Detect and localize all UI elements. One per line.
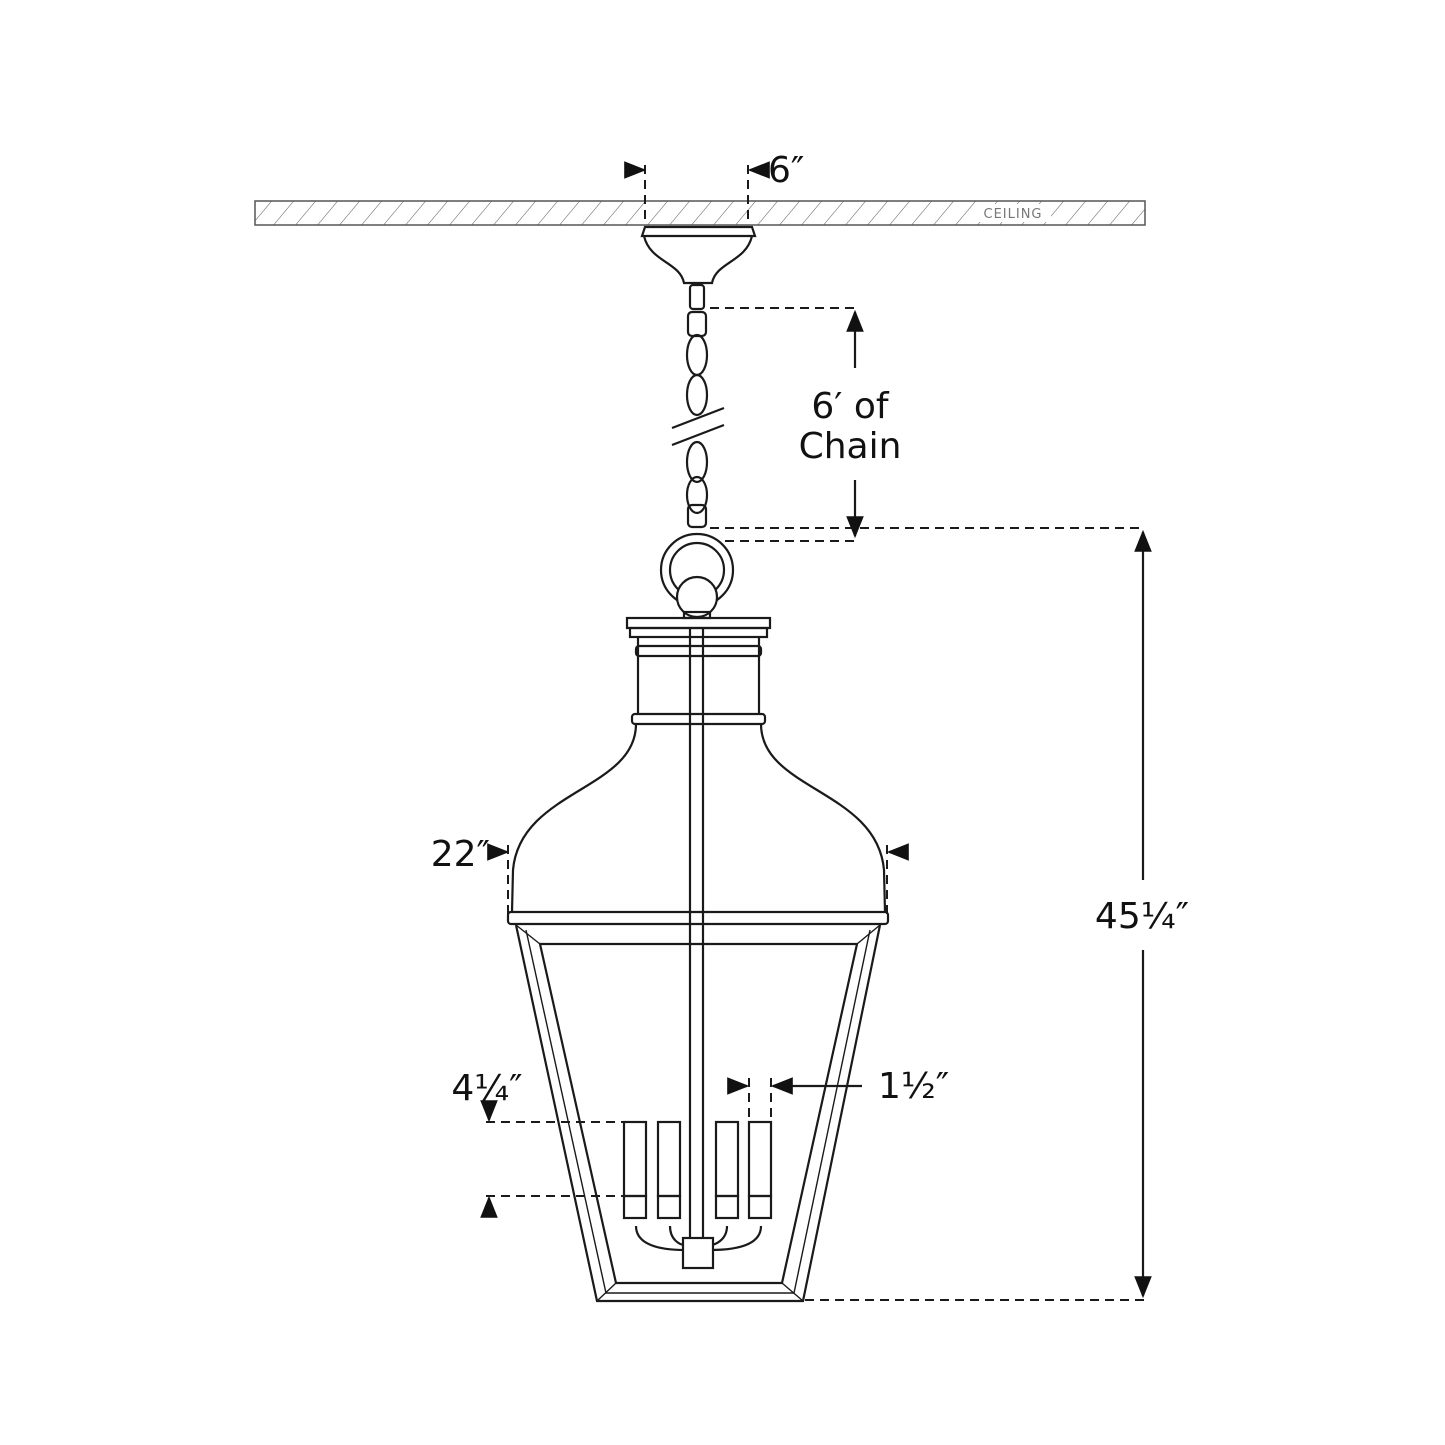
hanging-loop [659,532,735,620]
body-width-dimension: 22″ [431,834,909,915]
lantern-top [625,616,772,726]
chain-length-dimension: 6′ of Chain [710,307,1145,542]
overall-height-dimension: 45¼″ [805,529,1205,1301]
center-rod [688,628,705,1240]
lantern-hood [506,723,890,926]
candle-cluster [622,1120,773,1270]
candle [714,1120,740,1220]
body-width-label: 22″ [431,834,490,875]
canopy [640,225,757,285]
canopy-width-label: 6″ [768,150,804,191]
ceiling-label: CEILING [984,207,1043,222]
candle-width-dimension: 1½″ [727,1066,949,1122]
candle-height-label: 4¼″ [451,1068,522,1109]
lantern-glass-frame [514,924,882,1303]
chain-length-label-line1: 6′ of [811,386,890,427]
candle [747,1120,773,1220]
candle [622,1120,648,1220]
ceiling: CEILING [254,200,1146,226]
chain-length-label-line2: Chain [799,426,902,467]
candle-width-label: 1½″ [878,1066,949,1107]
canopy-width-dimension: 6″ [624,150,804,225]
candle-height-dimension: 4¼″ [451,1068,624,1218]
overall-height-label: 45¼″ [1095,896,1189,937]
candle [656,1120,682,1220]
chain [671,283,725,529]
